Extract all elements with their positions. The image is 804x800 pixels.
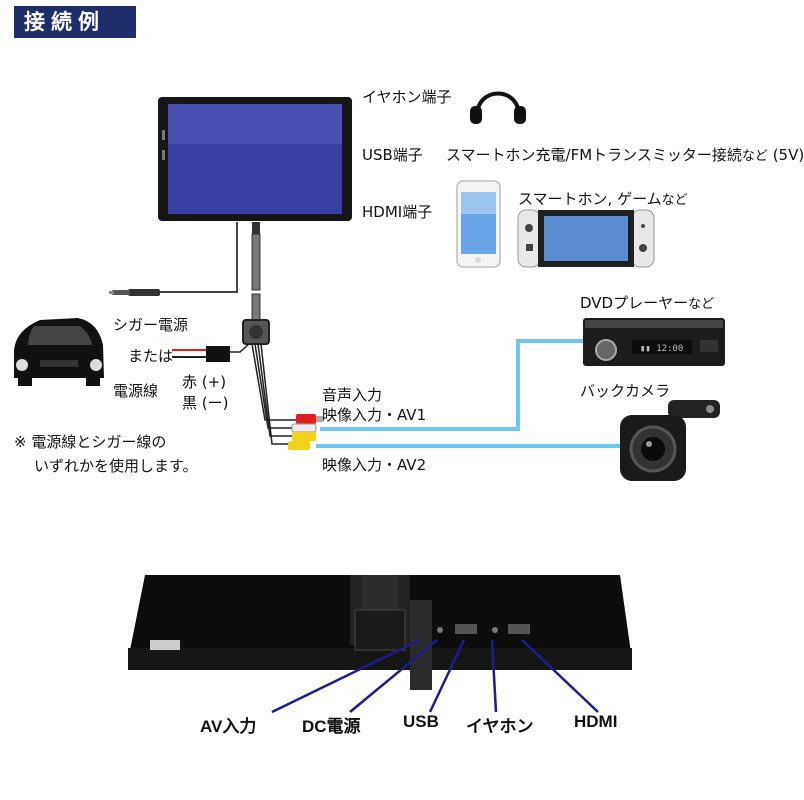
smartphone-icon bbox=[456, 180, 501, 268]
hdmi-port-label: HDMI端子 bbox=[362, 203, 433, 221]
game-console-icon bbox=[517, 209, 655, 268]
hdmi-description: スマートホン, ゲームなど bbox=[518, 190, 688, 210]
power-line-connector bbox=[206, 346, 230, 362]
monitor-image bbox=[158, 97, 352, 221]
black-wire-label: 黒 (ー) bbox=[182, 394, 229, 412]
port-label-hdmi: HDMI bbox=[574, 712, 618, 731]
earphone-port-label: イヤホン端子 bbox=[362, 88, 452, 106]
video-av2-label: 映像入力・AV2 bbox=[322, 456, 427, 474]
port-label-av: AV入力 bbox=[200, 717, 257, 736]
dvd-player-icon: ▮▮ 12:00 bbox=[583, 318, 725, 366]
port-label-usb: USB bbox=[403, 712, 439, 731]
or-label: または bbox=[128, 347, 174, 365]
usb-description: スマートホン充電/FMトランスミッター接続など (5V) bbox=[446, 146, 804, 166]
port-label-dc: DC電源 bbox=[302, 717, 361, 736]
hdmi-description-main: スマートホン, ゲーム bbox=[518, 190, 662, 208]
cigar-plug-icon bbox=[109, 289, 160, 296]
back-camera-label: バックカメラ bbox=[580, 382, 671, 400]
usb-description-main: スマートホン充電/FMトランスミッター接続 bbox=[446, 146, 742, 164]
red-wire-label: 赤 (+) bbox=[182, 373, 227, 391]
headphones-icon bbox=[470, 91, 526, 124]
cable-av1 bbox=[320, 339, 588, 431]
power-line-label: 電源線 bbox=[113, 382, 159, 400]
note-line-1: ※ 電源線とシガー線の bbox=[14, 433, 167, 451]
usb-port-label: USB端子 bbox=[362, 146, 423, 164]
usb-description-suffix: など bbox=[741, 149, 768, 164]
cigar-power-label: シガー電源 bbox=[113, 316, 189, 334]
connector-hub bbox=[242, 319, 270, 345]
hdmi-description-suffix: など bbox=[661, 193, 688, 208]
note-line-2: いずれかを使用します。 bbox=[34, 457, 198, 475]
video-av1-label: 映像入力・AV1 bbox=[322, 406, 427, 424]
svg-text:▮▮ 12:00: ▮▮ 12:00 bbox=[640, 344, 683, 354]
car-icon bbox=[14, 318, 104, 386]
section-title: 接続例 bbox=[14, 6, 136, 38]
rca-plugs bbox=[288, 414, 324, 450]
port-label-earphone: イヤホン bbox=[466, 717, 534, 736]
audio-input-label: 音声入力 bbox=[322, 386, 383, 404]
dvd-label: DVDプレーヤーなど bbox=[580, 294, 714, 314]
dvd-label-main: DVDプレーヤー bbox=[580, 294, 689, 312]
back-camera-icon bbox=[620, 400, 720, 481]
dvd-label-suffix: など bbox=[688, 297, 715, 312]
usb-voltage: (5V) bbox=[772, 146, 804, 164]
